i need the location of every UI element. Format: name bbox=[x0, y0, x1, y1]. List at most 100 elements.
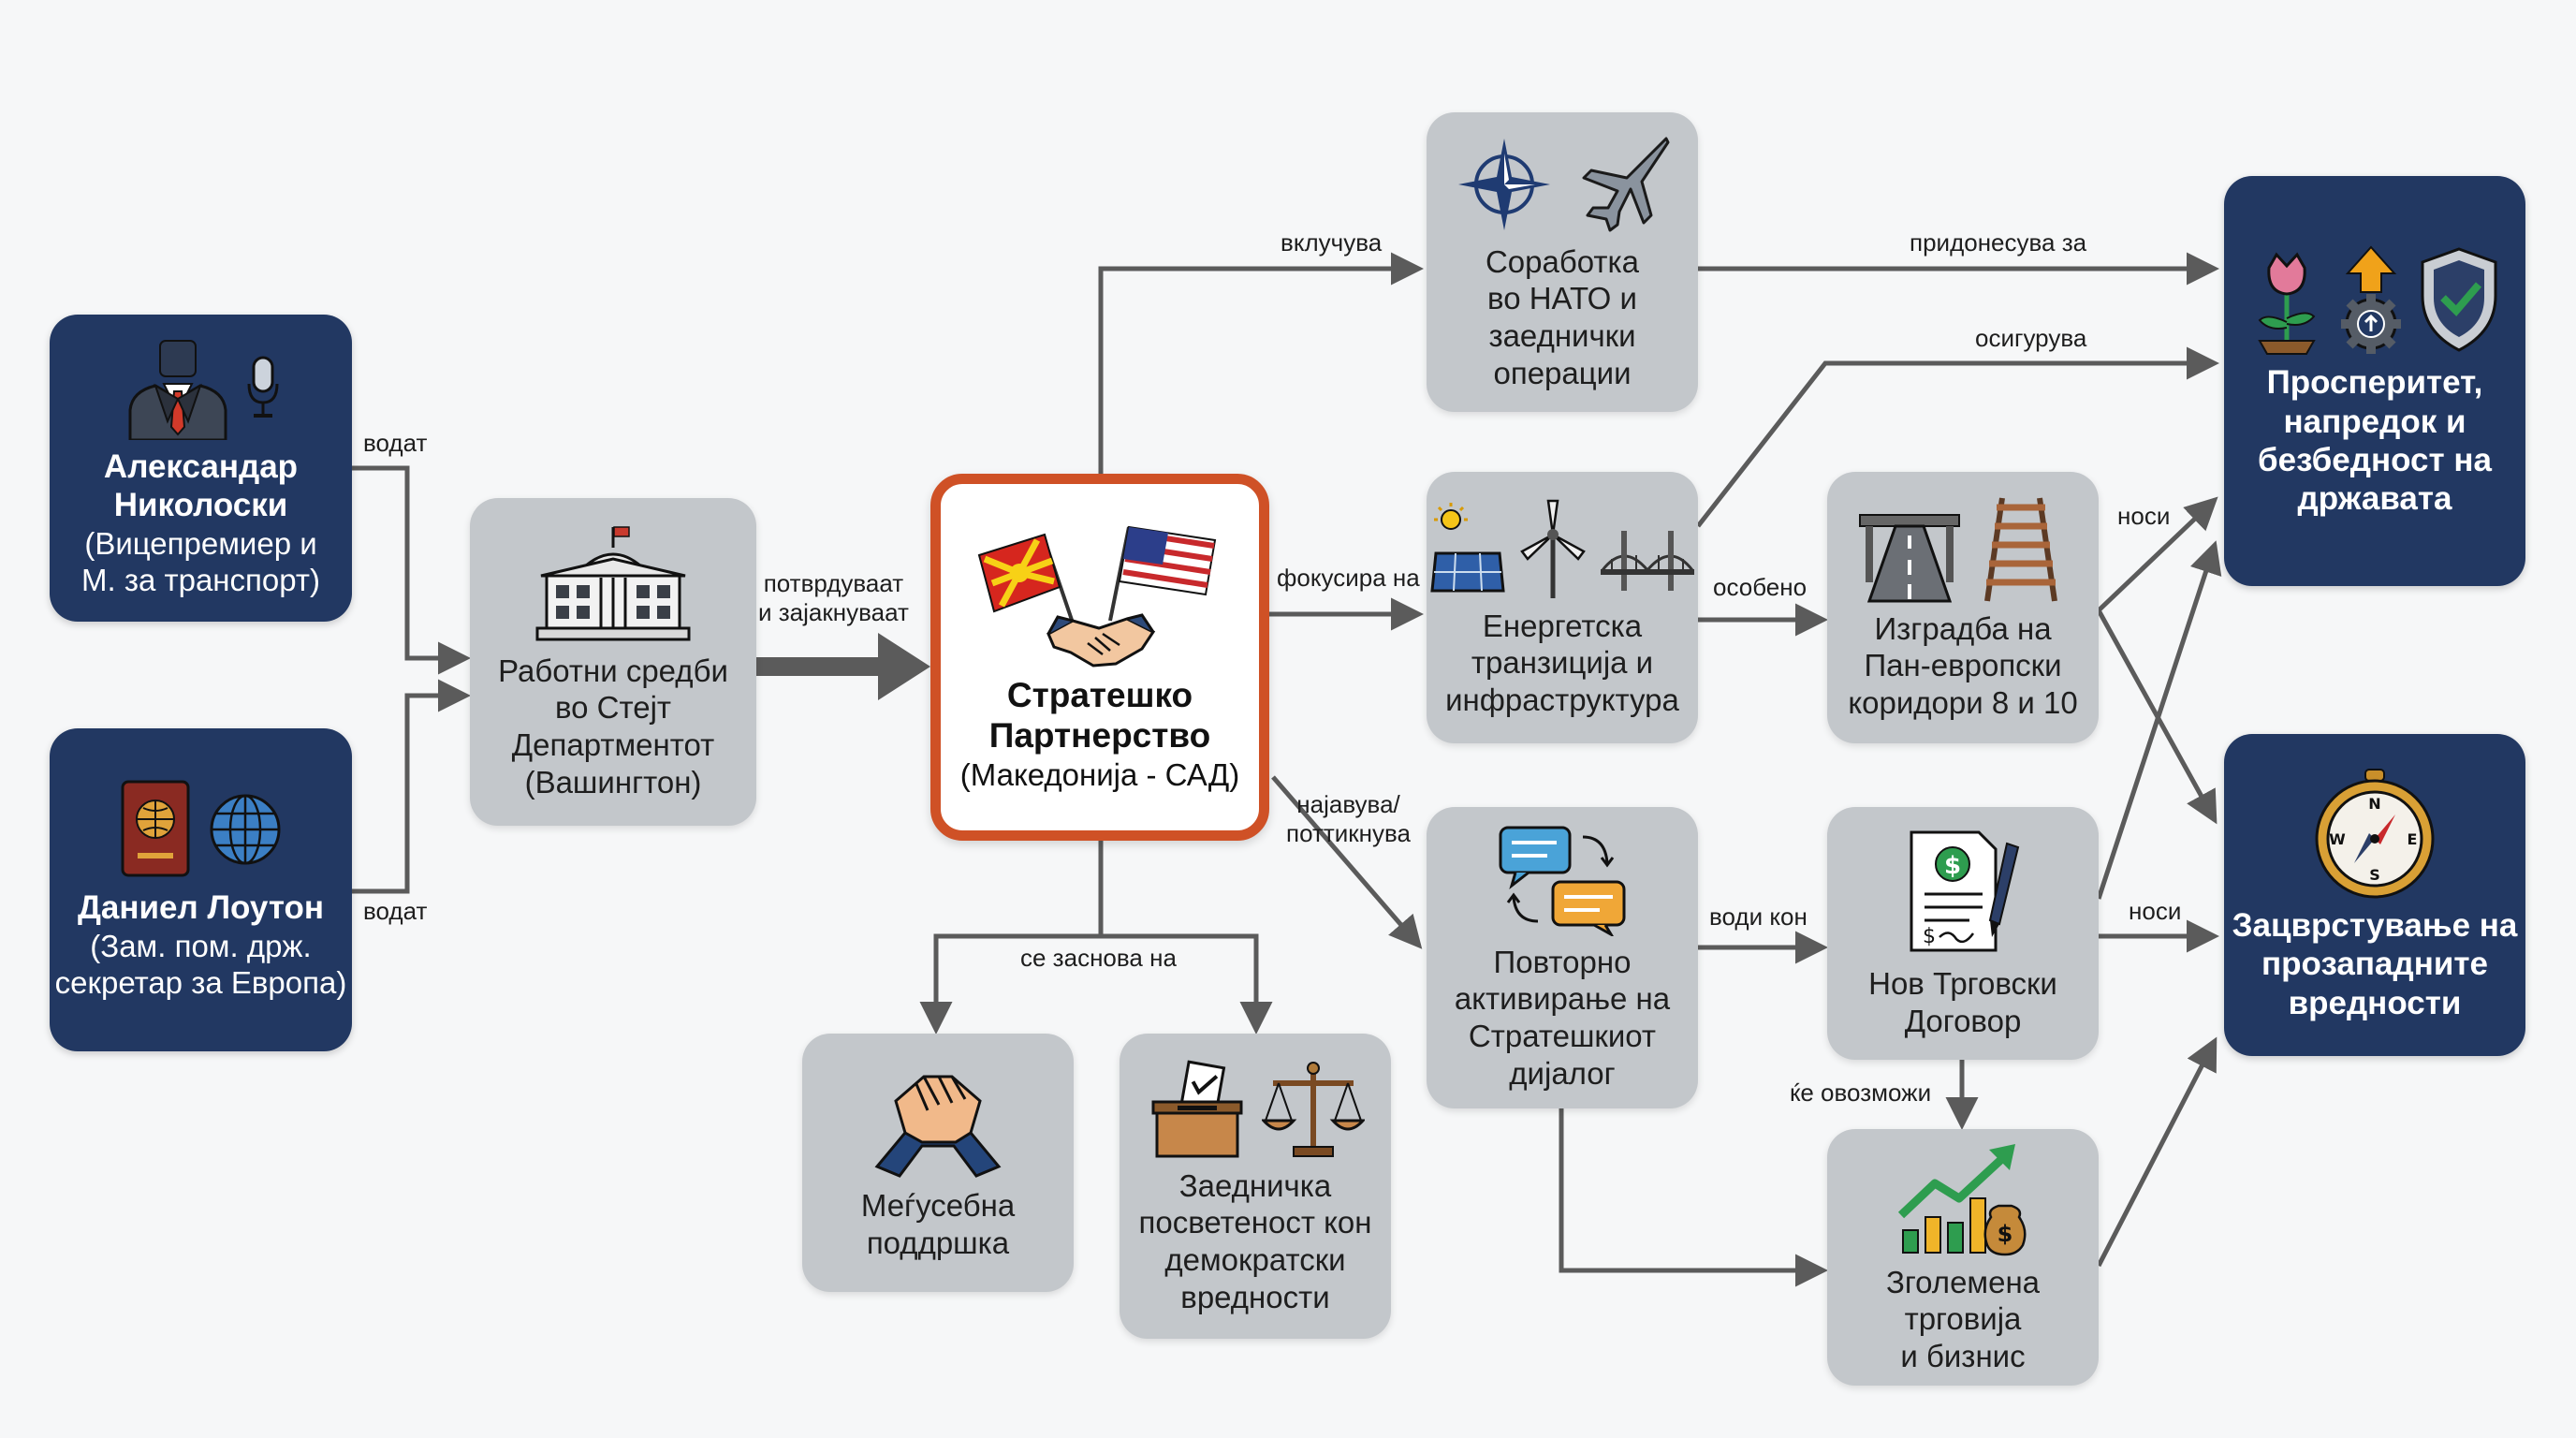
democracy-text: Заедничка посветеност кон демократски вр… bbox=[1138, 1167, 1372, 1314]
flower-icon bbox=[2258, 252, 2316, 356]
label-lead-1: водат bbox=[363, 429, 428, 457]
meetings-text: Работни средби во Стејт Департментот (Ва… bbox=[498, 653, 728, 800]
bridge-icon bbox=[1601, 530, 1694, 591]
label-lead-2: водат bbox=[363, 897, 428, 925]
contract-icon: $ $ bbox=[1910, 830, 2020, 952]
label-especially: особено bbox=[1713, 573, 1808, 601]
edge-tradedeal-prosperity bbox=[2096, 540, 2222, 900]
nato-text: Соработка во НАТО и заеднички операции bbox=[1485, 243, 1640, 390]
lawton-role: (Зам. пом. држ. секретар за Европа) bbox=[54, 928, 347, 1001]
node-nikoloski: Александар Николоски (Вицепремиер и М. з… bbox=[50, 315, 352, 622]
edge-partnership-dialogue bbox=[1271, 775, 1423, 949]
energy-icons bbox=[1430, 497, 1694, 600]
node-mutual-support: Меѓусебна поддршка bbox=[802, 1034, 1074, 1292]
trade-growth-icons: $ bbox=[1897, 1140, 2028, 1256]
solar-panel-icon bbox=[1430, 502, 1505, 593]
node-meetings: Работни средби во Стејт Департментот (Ва… bbox=[470, 498, 756, 826]
svg-text:$: $ bbox=[1923, 925, 1936, 948]
western-values-text: Зацврстување на прозападните вредности bbox=[2232, 907, 2518, 1021]
passport-icon bbox=[121, 780, 189, 877]
node-lawton: Даниел Лоутон (Зам. пом. држ. секретар з… bbox=[50, 728, 352, 1051]
trade-deal-text: Нов Трговски Договор bbox=[1868, 966, 2057, 1038]
node-corridors: Изградба на Пан-европски коридори 8 и 10 bbox=[1827, 472, 2099, 743]
nikoloski-name: Александар Николоски bbox=[103, 448, 299, 524]
node-energy: Енергетска транзиција и инфраструктура bbox=[1427, 472, 1698, 743]
fighter-jet-icon bbox=[1582, 137, 1670, 232]
partnership-title: Стратешко Партнерство bbox=[988, 675, 1211, 756]
svg-text:W: W bbox=[2329, 830, 2346, 848]
label-based-on: се заснова на bbox=[1020, 944, 1177, 972]
nikoloski-role: (Вицепремиер и М. за транспорт) bbox=[81, 525, 320, 598]
mutual-support-text: Меѓусебна поддршка bbox=[860, 1188, 1016, 1260]
node-dialogue: Повторно активирање на Стратешкиот дијал… bbox=[1427, 807, 1698, 1108]
node-prosperity: Просперитет, напредок и безбедност на др… bbox=[2224, 176, 2525, 586]
prosperity-icons bbox=[2248, 243, 2501, 356]
label-confirm: потврдуваат и зајакнуваат bbox=[758, 569, 909, 627]
handshake-icon bbox=[1046, 612, 1156, 668]
svg-text:N: N bbox=[2368, 795, 2380, 813]
dialogue-icons bbox=[1497, 824, 1628, 936]
svg-text:S: S bbox=[2369, 866, 2380, 884]
wind-turbine-icon bbox=[1520, 499, 1586, 598]
ballot-box-icon bbox=[1151, 1060, 1243, 1158]
label-announces: најавува/ поттикнува bbox=[1286, 790, 1412, 848]
svg-text:E: E bbox=[2408, 830, 2418, 848]
corridors-icons bbox=[1858, 494, 2068, 603]
node-nato: Соработка во НАТО и заеднички операции bbox=[1427, 112, 1698, 412]
partnership-icons bbox=[973, 521, 1226, 671]
government-building-icon bbox=[535, 526, 691, 641]
edge-energy-prosperity bbox=[1696, 346, 2219, 528]
meetings-icons bbox=[534, 523, 693, 645]
businessman-icon bbox=[128, 340, 227, 441]
chat-bubbles-icon bbox=[1499, 826, 1626, 936]
trade-deal-icons: $ $ bbox=[1902, 827, 2024, 958]
macedonia-flag-icon bbox=[977, 533, 1076, 629]
label-leads-to: води кон bbox=[1709, 902, 1808, 931]
prosperity-text: Просперитет, напредок и безбедност на др… bbox=[2258, 364, 2492, 518]
edge-corridors-prosperity bbox=[2097, 496, 2218, 612]
label-ensures: осигурува bbox=[1975, 324, 2087, 352]
trade-growth-text: Зголемена трговија и бизнис bbox=[1885, 1264, 2041, 1373]
label-brings-2: носи bbox=[2129, 897, 2182, 925]
svg-text:$: $ bbox=[1944, 852, 1961, 880]
node-trade-growth: $ Зголемена трговија и бизнис bbox=[1827, 1129, 2099, 1386]
node-democracy: Заедничка посветеност кон демократски вр… bbox=[1120, 1034, 1391, 1339]
nato-compass-icon bbox=[1458, 138, 1550, 230]
node-partnership: Стратешко Партнерство (Македонија - САД) bbox=[930, 474, 1269, 841]
edge-lawton-meetings bbox=[352, 679, 471, 894]
microphone-icon bbox=[247, 356, 278, 418]
edge-tradegrowth-western bbox=[2096, 1036, 2217, 1268]
partnership-subtitle: (Македонија - САД) bbox=[959, 756, 1240, 792]
shield-check-icon bbox=[2421, 247, 2497, 353]
nikoloski-icons bbox=[123, 337, 280, 441]
label-focuses: фокусира на bbox=[1277, 564, 1420, 592]
label-contributes: придонесува за bbox=[1910, 228, 2087, 257]
edge-nikoloski-meetings bbox=[352, 465, 471, 675]
label-includes: вклучува bbox=[1281, 228, 1383, 257]
lawton-icons bbox=[119, 778, 284, 881]
label-will-enable: ќе овозможи bbox=[1790, 1078, 1932, 1107]
gear-arrow-icon bbox=[2341, 245, 2401, 355]
democracy-icons bbox=[1146, 1057, 1365, 1160]
railway-icon bbox=[1984, 497, 2057, 602]
usa-flag-icon bbox=[1108, 525, 1217, 621]
highway-icon bbox=[1859, 513, 1960, 603]
clasped-hands-icon bbox=[874, 1075, 1002, 1179]
edge-partnership-basis bbox=[919, 841, 1104, 1034]
growth-chart-icon: $ bbox=[1897, 1143, 2027, 1255]
corridors-text: Изградба на Пан-европски коридори 8 и 10 bbox=[1848, 610, 2078, 720]
edge-dialogue-tradegrowth bbox=[1559, 1108, 1828, 1287]
compass-icon: N S W E bbox=[2315, 769, 2435, 899]
western-values-icons: N S W E bbox=[2309, 768, 2440, 899]
svg-text:$: $ bbox=[1998, 1221, 2013, 1247]
label-brings-1: носи bbox=[2117, 502, 2171, 530]
dialogue-text: Повторно активирање на Стратешкиот дијал… bbox=[1454, 944, 1671, 1091]
globe-icon bbox=[210, 794, 280, 865]
edge-partnership-nato bbox=[1098, 252, 1424, 476]
node-western-values: N S W E Зацврстување на прозападните вре… bbox=[2224, 734, 2525, 1056]
big-arrow-confirm bbox=[754, 633, 930, 700]
node-trade-deal: $ $ Нов Трговски Договор bbox=[1827, 807, 2099, 1060]
edge-partnership-basis-2 bbox=[1101, 933, 1273, 1034]
mutual-support-icons bbox=[868, 1064, 1008, 1180]
